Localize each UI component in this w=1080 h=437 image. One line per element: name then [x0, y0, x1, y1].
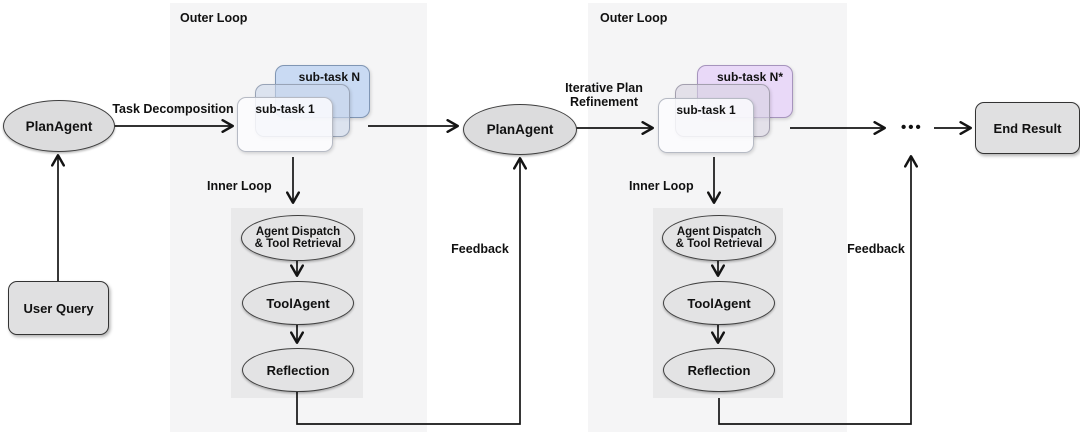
tool-agent-node-first: ToolAgent: [242, 281, 354, 325]
iterative-plan-refinement-label: Iterative Plan Refinement: [554, 81, 654, 109]
reflection-node-second: Reflection: [663, 348, 775, 392]
reflection-node-first: Reflection: [242, 348, 354, 392]
tool-agent-node-second: ToolAgent: [663, 281, 775, 325]
plan-agent-left-node: PlanAgent: [3, 100, 115, 152]
feedback-label-right: Feedback: [847, 242, 905, 256]
task-decomposition-label: Task Decomposition: [112, 102, 234, 116]
iterative-plan-refinement-line2: Refinement: [569, 94, 639, 109]
ellipsis-node: •••: [901, 119, 923, 136]
feedback-label-left: Feedback: [451, 242, 509, 256]
user-query-node: User Query: [8, 281, 109, 335]
iterative-plan-refinement-line1: Iterative Plan: [565, 81, 643, 95]
subtask-card-front-first: sub-task 1: [237, 97, 333, 152]
subtask-card-front-second: sub-task 1: [658, 98, 754, 153]
outer-loop-label-first: Outer Loop: [180, 11, 248, 25]
inner-loop-label-first: Inner Loop: [207, 179, 272, 193]
outer-loop-label-second: Outer Loop: [600, 11, 668, 25]
agent-dispatch-label-second: Agent Dispatch & Tool Retrieval: [675, 225, 763, 251]
end-result-node: End Result: [975, 102, 1080, 154]
inner-loop-label-second: Inner Loop: [629, 179, 694, 193]
plan-agent-middle-node: PlanAgent: [463, 104, 577, 155]
agent-dispatch-node-second: Agent Dispatch & Tool Retrieval: [662, 215, 776, 261]
agent-dispatch-label-first: Agent Dispatch & Tool Retrieval: [254, 225, 342, 251]
agent-dispatch-node-first: Agent Dispatch & Tool Retrieval: [241, 215, 355, 261]
